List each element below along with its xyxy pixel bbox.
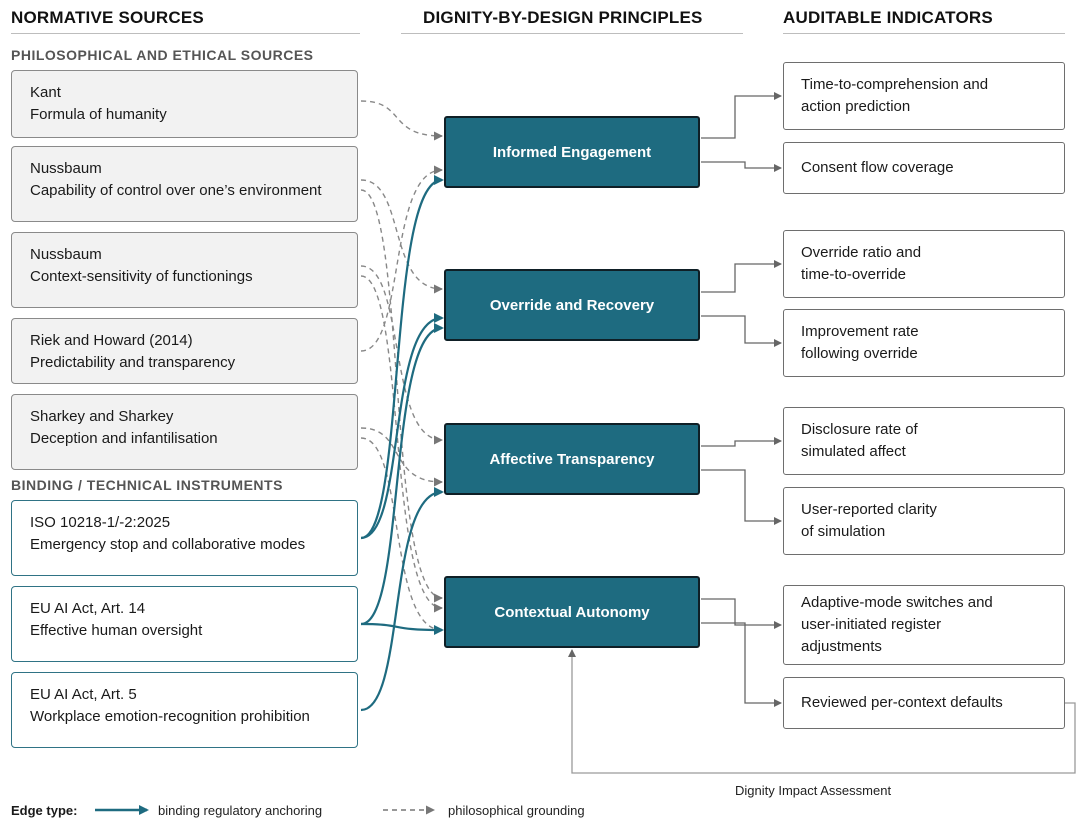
principle-contextual-autonomy: Contextual Autonomy [444, 576, 700, 648]
edge-principle0-indicator0 [701, 92, 782, 139]
source-subtitle: Workplace emotion-recognition prohibitio… [30, 708, 310, 725]
principle-informed-engagement: Informed Engagement [444, 116, 700, 188]
source-title: EU AI Act, Art. 14 [30, 600, 146, 617]
edge-philosophical-source3-principle0 [360, 165, 443, 352]
header-normative-sources: NORMATIVE SOURCES [11, 8, 204, 27]
header-indicators: AUDITABLE INDICATORS [783, 8, 993, 27]
indicator-line: Disclosure rate of [801, 421, 918, 438]
legend-title: Edge type: [11, 803, 78, 818]
source-title: Sharkey and Sharkey [30, 408, 174, 425]
indicator-line: Consent flow coverage [801, 159, 954, 176]
edge-principle2-indicator4 [701, 437, 782, 447]
indicator-improvement-rate: Improvement rate following override [783, 309, 1065, 377]
source-subtitle: Context-sensitivity of functionings [30, 268, 253, 285]
edge-philosophical-source1-principle1 [360, 179, 443, 294]
indicator-line: following override [801, 345, 918, 362]
indicator-line: of simulation [801, 523, 886, 540]
indicator-user-reported-clarity: User-reported clarity of simulation [783, 487, 1065, 555]
indicator-disclosure-rate: Disclosure rate of simulated affect [783, 407, 1065, 475]
source-subtitle: Predictability and transparency [30, 354, 236, 371]
indicator-line: user-initiated register [801, 616, 942, 633]
header-principles: DIGNITY-BY-DESIGN PRINCIPLES [423, 8, 703, 27]
edge-binding-source6-principle3 [360, 622, 444, 635]
edge-philosophical-source4-principle3 [360, 437, 443, 635]
edge-principle2-indicator5 [701, 469, 782, 525]
legend-binding-label: binding regulatory anchoring [158, 803, 323, 818]
source-title: Nussbaum [30, 160, 102, 177]
source-subtitle: Formula of humanity [30, 106, 167, 123]
edge-philosophical-source1-principle3 [360, 189, 443, 603]
source-subtitle: Emergency stop and collaborative modes [30, 536, 306, 553]
indicator-line: User-reported clarity [801, 501, 937, 518]
legend-philosophical-label: philosophical grounding [448, 803, 585, 818]
edge-principle1-indicator2 [701, 260, 782, 293]
indicator-override-ratio: Override ratio and time-to-override [783, 230, 1065, 298]
edge-principle3-indicator7 [701, 622, 782, 707]
source-title: Riek and Howard (2014) [30, 332, 193, 349]
source-subtitle: Effective human oversight [30, 622, 203, 639]
group-philosophical-header: PHILOSOPHICAL AND ETHICAL SOURCES [11, 47, 314, 63]
indicator-line: action prediction [801, 98, 911, 115]
indicator-line: adjustments [801, 638, 882, 655]
source-nussbaum-control: Nussbaum Capability of control over one’… [11, 146, 358, 222]
header-rule-sources [11, 33, 360, 34]
indicator-line: simulated affect [801, 443, 906, 460]
edge-binding-source7-principle2 [360, 487, 444, 712]
source-title: Kant [30, 84, 61, 101]
source-eu-ai-act-art5: EU AI Act, Art. 5 Workplace emotion-reco… [11, 672, 358, 748]
source-title: Nussbaum [30, 246, 102, 263]
edge-principle1-indicator3 [701, 315, 782, 347]
indicator-line: Improvement rate [801, 323, 919, 340]
indicator-line: Adaptive-mode switches and [801, 594, 993, 611]
header-rule-principles [401, 33, 743, 34]
edge-binding-source5-principle1 [360, 313, 444, 540]
indicator-line: time-to-override [801, 266, 907, 283]
edge-philosophical-source2-principle2 [360, 265, 443, 445]
source-eu-ai-act-art14: EU AI Act, Art. 14 Effective human overs… [11, 586, 358, 662]
source-riek-howard: Riek and Howard (2014) Predictability an… [11, 318, 358, 384]
indicator-line: Time-to-comprehension and [801, 76, 989, 93]
source-title: EU AI Act, Art. 5 [30, 686, 137, 703]
indicator-line: Override ratio and [801, 244, 922, 261]
indicator-consent-flow: Consent flow coverage [783, 142, 1065, 194]
feedback-loop-label: Dignity Impact Assessment [735, 783, 892, 798]
source-iso-10218: ISO 10218-1/-2:2025 Emergency stop and c… [11, 500, 358, 576]
source-sharkey: Sharkey and Sharkey Deception and infant… [11, 394, 358, 470]
principle-affective-transparency: Affective Transparency [444, 423, 700, 495]
source-nussbaum-context: Nussbaum Context-sensitivity of function… [11, 232, 358, 308]
indicator-line: Reviewed per-context defaults [801, 694, 1003, 711]
indicator-reviewed-defaults: Reviewed per-context defaults [783, 677, 1065, 729]
header-rule-indicators [783, 33, 1065, 34]
source-subtitle: Deception and infantilisation [30, 430, 218, 447]
edge-binding-source6-principle1 [360, 323, 444, 626]
source-title: ISO 10218-1/-2:2025 [30, 514, 171, 531]
edge-binding-source5-principle0 [360, 175, 444, 540]
edge-philosophical-source4-principle2 [360, 427, 443, 487]
edge-philosophical-source0-principle0 [360, 100, 443, 141]
edge-philosophical-source2-principle3 [360, 275, 443, 613]
feedback-loop-edge [568, 649, 1076, 774]
indicator-adaptive-mode: Adaptive-mode switches and user-initiate… [783, 585, 1065, 665]
indicator-time-to-comprehension: Time-to-comprehension and action predict… [783, 62, 1065, 130]
source-kant: Kant Formula of humanity [11, 70, 358, 138]
edge-principle0-indicator1 [701, 161, 782, 172]
edge-principle3-indicator6 [701, 598, 782, 629]
source-subtitle: Capability of control over one’s environ… [30, 182, 322, 199]
principle-override-recovery: Override and Recovery [444, 269, 700, 341]
group-binding-header: BINDING / TECHNICAL INSTRUMENTS [11, 477, 283, 493]
